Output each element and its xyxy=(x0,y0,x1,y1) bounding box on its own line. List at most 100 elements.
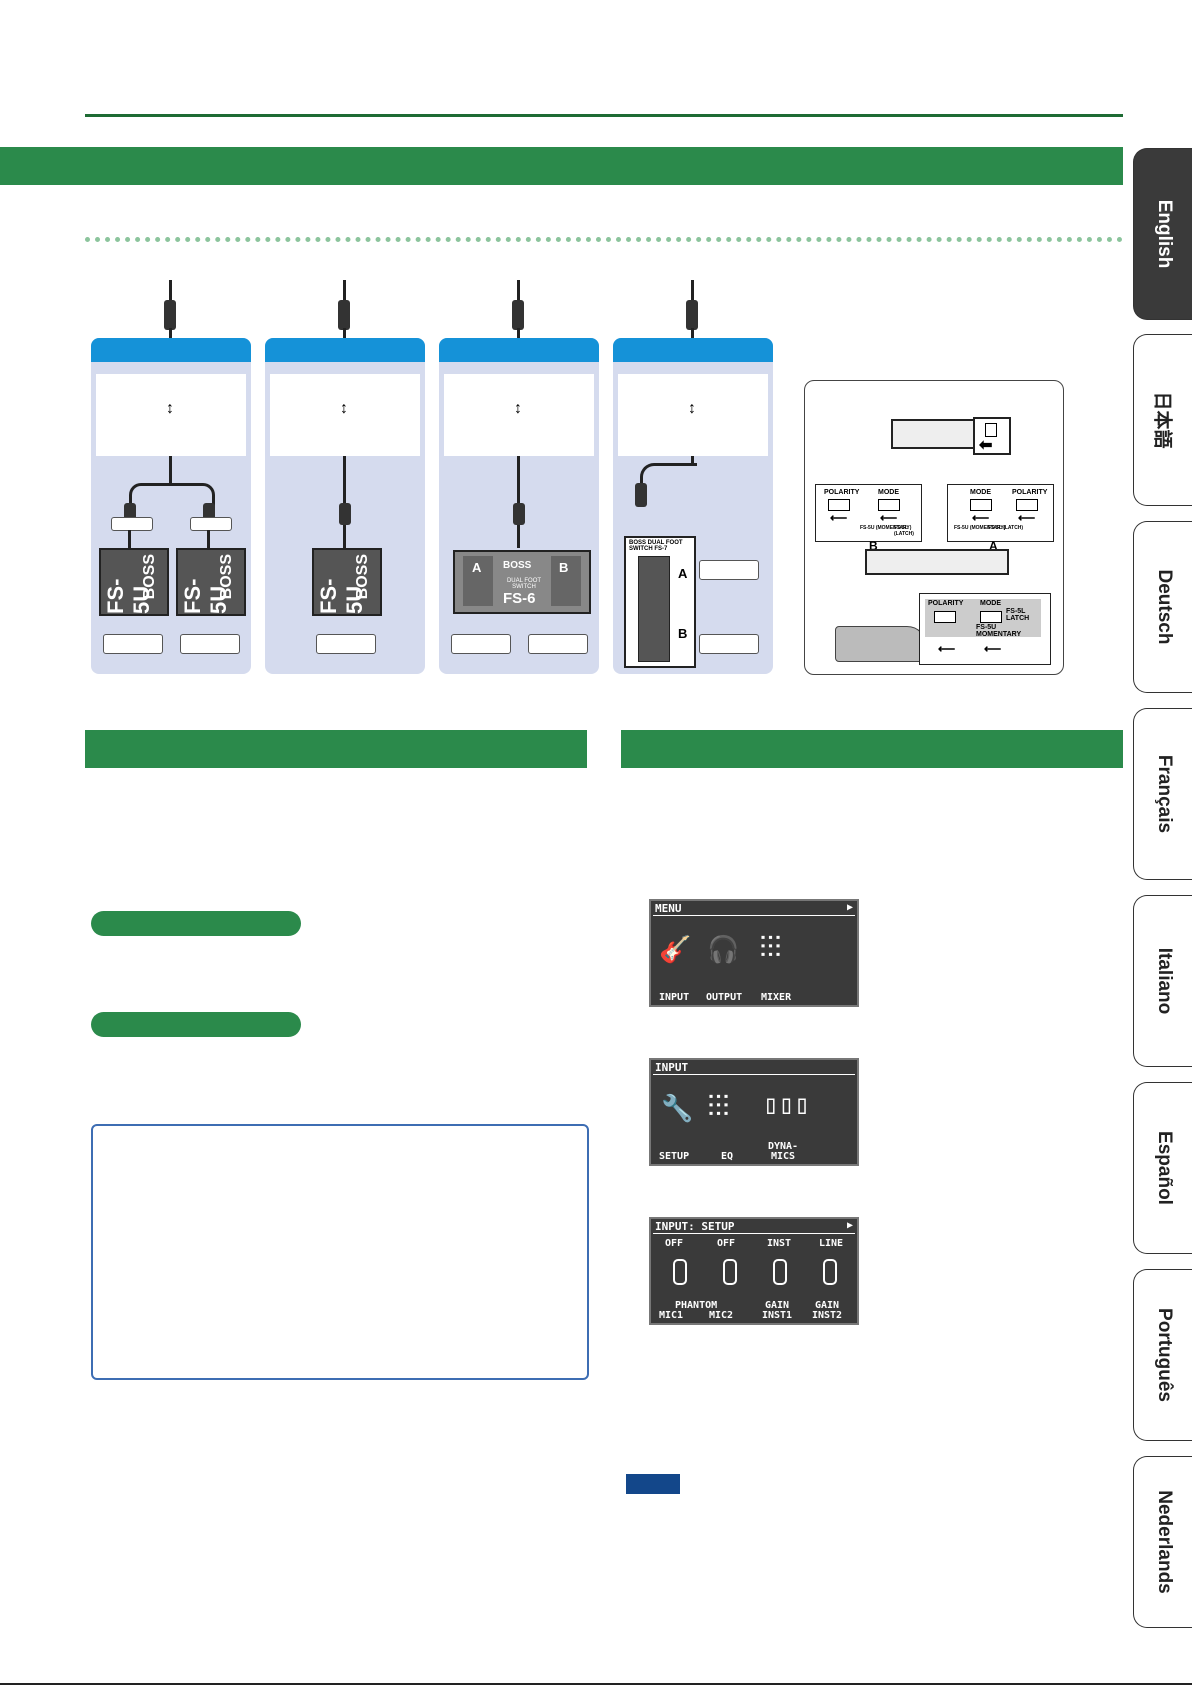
lcd-group-phantom: PHANTOM xyxy=(675,1300,718,1311)
fs7-footswitch xyxy=(638,556,670,662)
lcd-item-output: OUTPUT xyxy=(706,992,743,1003)
tab-espanol[interactable]: Español xyxy=(1133,1082,1192,1254)
fs6-pedal-icon: A B BOSS DUAL FOOT SWITCH FS-6 xyxy=(453,550,591,614)
cable xyxy=(169,328,172,338)
latch-label: FS-5L (LATCH) xyxy=(894,525,914,537)
tab-portugues[interactable]: Português xyxy=(1133,1269,1192,1441)
panel-header xyxy=(265,338,425,362)
pedal-brand-text: BOSS xyxy=(354,554,371,600)
plug-label-box xyxy=(111,517,153,531)
plug-icon xyxy=(164,300,176,330)
lcd-rule xyxy=(653,915,855,916)
panel-text-box xyxy=(618,374,768,456)
tab-english[interactable]: English xyxy=(1133,148,1192,320)
pedal-header-text: BOSS DUAL FOOT SWITCH FS-7 xyxy=(629,540,683,552)
mode-switch xyxy=(878,499,900,511)
cable xyxy=(128,530,131,548)
cable xyxy=(343,525,346,548)
connection-panel-3: ↕ A B BOSS DUAL FOOT SWITCH FS-6 xyxy=(439,338,599,674)
toggle-icon xyxy=(673,1259,687,1285)
mode-switch xyxy=(980,611,1002,623)
switch-a-label: A xyxy=(472,560,482,575)
lcd-item-gain-inst1: GAIN INST1 xyxy=(761,1300,793,1321)
cable-split xyxy=(129,483,215,506)
plug-icon xyxy=(513,503,525,525)
pedal-label-box xyxy=(528,634,588,654)
lcd-rule xyxy=(653,1074,855,1075)
cable xyxy=(517,525,520,548)
switch-group-a: MODE POLARITY ⟵ ⟵ FS-5U (MOMENTARY) FS-5… xyxy=(947,484,1054,542)
right-arrow-icon: ▶ xyxy=(846,902,853,913)
switch-group-b: POLARITY MODE ⟵ ⟵ FS-5U (MOMENTARY) FS-5… xyxy=(815,484,922,542)
left-arrow-icon: ⟵ xyxy=(938,642,956,656)
faders-icon: ⫶⫶⫶ xyxy=(759,931,782,966)
cable xyxy=(517,456,520,504)
right-section-heading xyxy=(621,730,1123,768)
plug-tip xyxy=(343,280,346,302)
latch-label: FS-5L (LATCH) xyxy=(988,525,1024,531)
cable xyxy=(517,328,520,338)
updown-arrow-icon: ↕ xyxy=(340,400,348,417)
guitar-mic-icon: 🎸 xyxy=(659,935,692,965)
lcd-value-inst2: LINE xyxy=(819,1238,844,1249)
tab-francais[interactable]: Français xyxy=(1133,708,1192,880)
side-a-label: A xyxy=(989,539,998,553)
fs5u-pedal-icon: FS-5U BOSS xyxy=(312,548,382,616)
toggle-icon xyxy=(823,1259,837,1285)
left-arrow-icon: ⟵ xyxy=(830,511,848,525)
tab-label: Italiano xyxy=(1153,947,1175,1015)
pedal-brand-text: BOSS xyxy=(141,554,158,600)
switch-b xyxy=(551,556,581,606)
tab-label: Español xyxy=(1153,1131,1175,1205)
lcd-title: MENU xyxy=(655,902,682,915)
lcd-menu-screen: MENU ▶ 🎸 🎧 ⫶⫶⫶ INPUT OUTPUT MIXER xyxy=(649,899,859,1007)
left-arrow-icon: ⟵ xyxy=(972,511,990,525)
switch-b-label: B xyxy=(559,560,569,575)
mode-label: MODE xyxy=(878,489,899,496)
tab-label: English xyxy=(1153,199,1175,269)
pedal-label-box xyxy=(316,634,376,654)
tab-label: Deutsch xyxy=(1153,569,1175,645)
lcd-value-mic1: OFF xyxy=(665,1238,684,1249)
fs5u-pedal-icon: FS-5U BOSS xyxy=(99,548,169,616)
tab-nederlands[interactable]: Nederlands xyxy=(1133,1456,1192,1628)
momentary-label: FS-5U (MOMENTARY) xyxy=(954,525,1006,531)
switch-a xyxy=(463,556,493,606)
pedal-subtitle: DUAL FOOT SWITCH xyxy=(506,578,542,590)
cable xyxy=(343,456,346,504)
pedal-label-box xyxy=(699,634,759,654)
polarity-label: POLARITY xyxy=(1012,489,1048,496)
left-arrow-icon: ⟵ xyxy=(984,642,1002,656)
header-rule xyxy=(85,114,1123,117)
momentary-label: FS-5U MOMENTARY xyxy=(976,624,1022,638)
connection-panel-4: ↕ BOSS DUAL FOOT SWITCH FS-7 A B xyxy=(613,338,773,674)
cable xyxy=(169,456,172,486)
lcd-title: INPUT xyxy=(655,1061,689,1074)
dotted-divider xyxy=(85,237,1123,242)
info-box xyxy=(91,1124,589,1380)
panel-header xyxy=(91,338,251,362)
updown-arrow-icon: ↕ xyxy=(514,400,522,417)
toggle-icon xyxy=(773,1259,787,1285)
lcd-item-input: INPUT xyxy=(659,992,690,1003)
lcd-item-mic1: MIC1 xyxy=(659,1310,684,1321)
switch-b-label: B xyxy=(678,626,688,641)
eq-faders-icon: ⫶⫶⫶ xyxy=(707,1090,730,1125)
pedal-brand-text: BOSS xyxy=(503,560,532,571)
pedal-label-box xyxy=(451,634,511,654)
right-arrow-icon: ▶ xyxy=(846,1220,853,1231)
panel-text-box xyxy=(444,374,594,456)
tab-deutsch[interactable]: Deutsch xyxy=(1133,521,1192,693)
plug-label-box xyxy=(190,517,232,531)
fs7-switch-zoom: POLARITY MODE FS-5L LATCH FS-5U MOMENTAR… xyxy=(919,593,1051,665)
tab-japanese[interactable]: 日本語 xyxy=(1133,334,1192,506)
polarity-switch xyxy=(1016,499,1038,511)
note-tag xyxy=(626,1474,680,1494)
tab-italiano[interactable]: Italiano xyxy=(1133,895,1192,1067)
tab-label: Français xyxy=(1153,754,1175,834)
lcd-setup-screen: INPUT: SETUP ▶ OFF OFF INST LINE PHANTOM… xyxy=(649,1217,859,1325)
panel-text-box xyxy=(270,374,420,456)
cable xyxy=(691,456,694,466)
pedal-label-box xyxy=(103,634,163,654)
section-title-bar xyxy=(0,147,1123,185)
